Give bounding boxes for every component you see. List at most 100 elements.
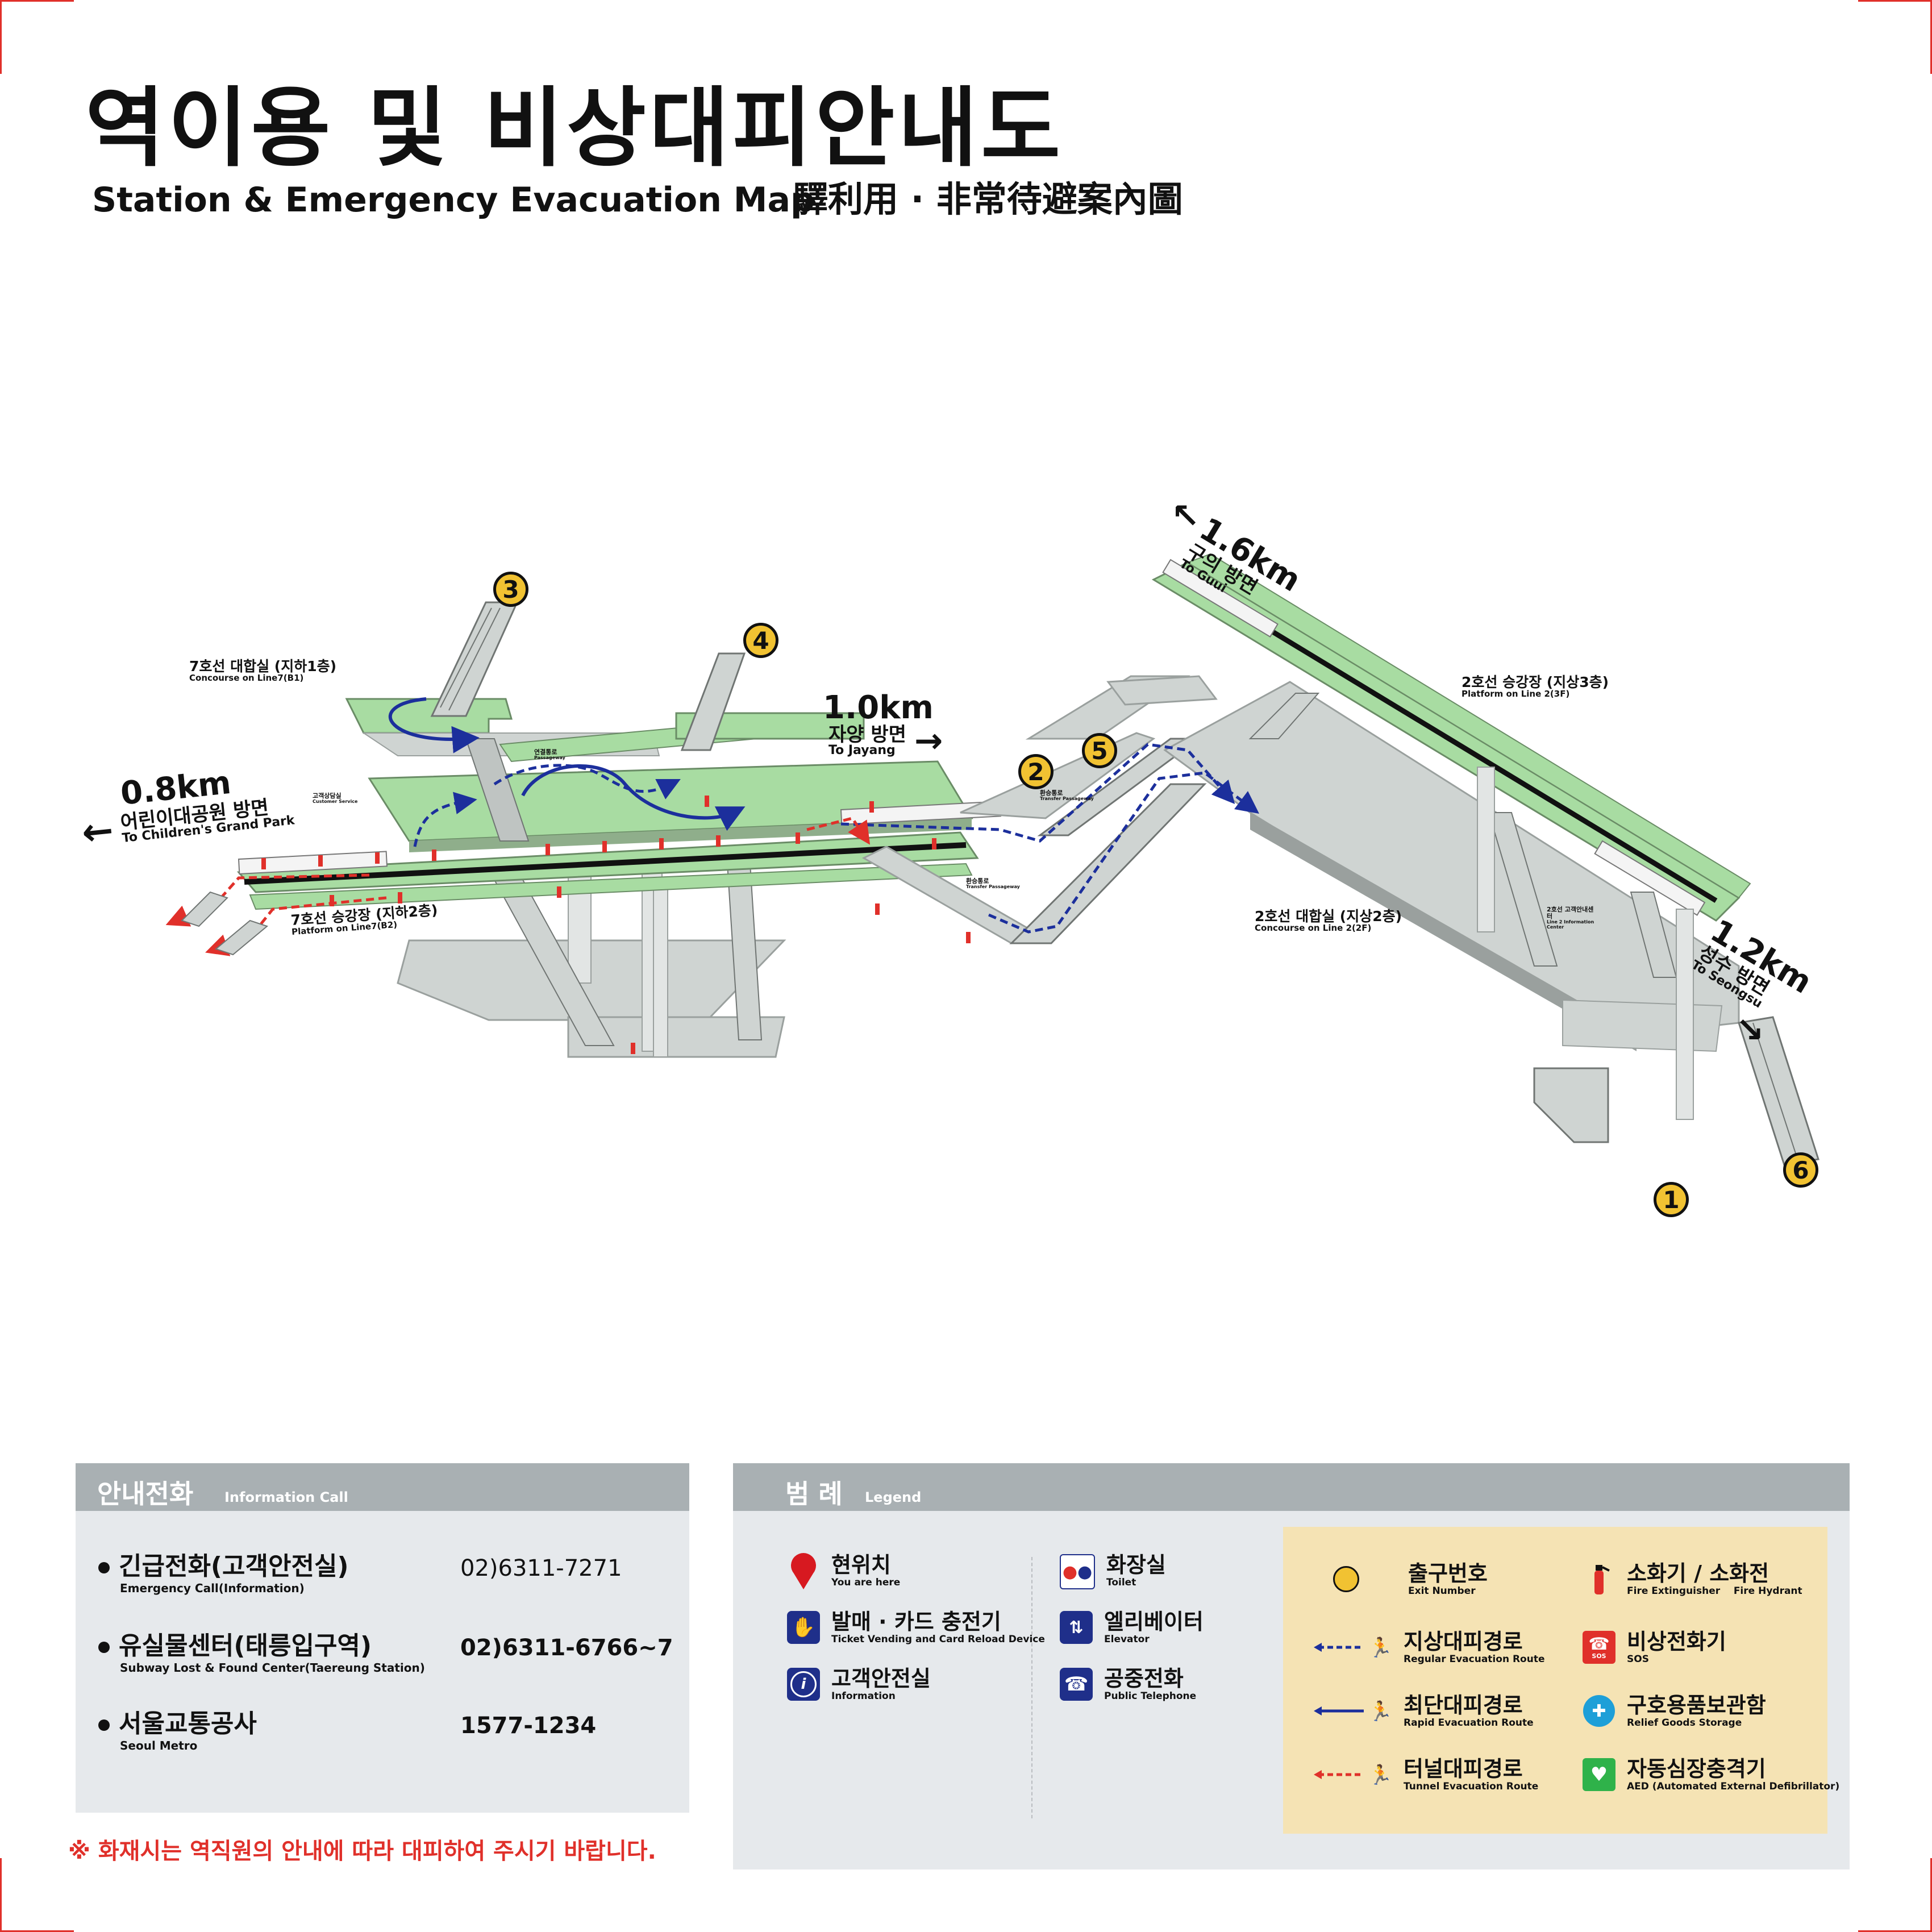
line7-concourse-label: 7호선 대합실 (지하1층)Concourse on Line7(B1) bbox=[189, 658, 337, 684]
train bbox=[238, 851, 388, 875]
exit-number-icon bbox=[1330, 1563, 1363, 1596]
exit-number-badge: 3 bbox=[493, 572, 528, 607]
legend-header: 범 례 Legend bbox=[733, 1463, 1850, 1511]
support-column bbox=[1477, 767, 1495, 932]
exit4-stair bbox=[680, 652, 746, 751]
crop-mark bbox=[0, 0, 74, 2]
top-landing bbox=[675, 712, 865, 740]
info-call-title-en: Information Call bbox=[224, 1489, 348, 1505]
line2-stair bbox=[1248, 693, 1320, 739]
rapid-route bbox=[521, 764, 746, 831]
svg-text:🏃: 🏃 bbox=[1368, 1700, 1392, 1722]
regular-route bbox=[840, 743, 1235, 843]
crop-mark bbox=[1930, 0, 1932, 74]
regular-route bbox=[413, 792, 477, 847]
info-call-title: 안내전화 bbox=[97, 1479, 194, 1509]
info-call-entry: 유실물센터(태릉입구역) Subway Lost & Found Center(… bbox=[98, 1634, 425, 1675]
station-map: 7호선 대합실 (지하1층)Concourse on Line7(B1) 7호선… bbox=[80, 497, 1819, 1217]
info-icon: i bbox=[787, 1668, 820, 1701]
exit-number-badge: 6 bbox=[1783, 1152, 1818, 1188]
line2-platform-label: 2호선 승강장 (지상3층)Platform on Line 2(3F) bbox=[1462, 674, 1609, 699]
aed-icon: ♥ bbox=[1583, 1758, 1615, 1791]
station-map-drawing bbox=[165, 553, 1819, 1166]
stair-down bbox=[726, 863, 763, 1040]
legend-title-en: Legend bbox=[865, 1489, 922, 1505]
page-title: 역이용 및 비상대피안내도 bbox=[85, 78, 1064, 178]
tunnel-route bbox=[165, 873, 370, 927]
svg-text:🏃: 🏃 bbox=[1368, 1637, 1392, 1659]
support-column bbox=[653, 886, 668, 1057]
sos-phone-icon: ☎SOS bbox=[1583, 1631, 1615, 1664]
crop-mark bbox=[0, 1930, 74, 1932]
line7-concourse-floor bbox=[345, 698, 513, 734]
extinguisher-markers bbox=[261, 796, 971, 1054]
page-subtitle-english: Station & Emergency Evacuation Map bbox=[92, 180, 815, 220]
ticket-machine-icon: ✋ bbox=[787, 1611, 820, 1644]
location-pin-icon bbox=[787, 1553, 820, 1589]
phone-number[interactable]: 02)6311-7271 bbox=[460, 1555, 622, 1581]
info-call-entry: 서울교통공사 Seoul Metro bbox=[98, 1712, 257, 1752]
regular-route-icon: 🏃 bbox=[1313, 1631, 1392, 1664]
train bbox=[1594, 840, 1706, 916]
phone-number[interactable]: 02)6311-6766~7 bbox=[460, 1635, 673, 1661]
rapid-route-icon: 🏃 bbox=[1313, 1694, 1392, 1727]
info-call-entry: 긴급전화(고객안전실) Emergency Call(Information) bbox=[98, 1554, 349, 1595]
legend-divider bbox=[1031, 1557, 1032, 1818]
platform-stair bbox=[181, 891, 228, 927]
fire-notice: ※ 화재시는 역직원의 안내에 따라 대피하여 주시기 바랍니다. bbox=[68, 1838, 656, 1864]
regular-route bbox=[493, 764, 681, 800]
line2-platform-floor bbox=[1186, 553, 1751, 899]
line7-platform-floor bbox=[249, 863, 973, 910]
line2-concourse-label: 2호선 대합실 (지상2층)Concourse on Line 2(2F) bbox=[1255, 908, 1402, 934]
support-column bbox=[1676, 909, 1694, 1120]
svg-text:🏃: 🏃 bbox=[1368, 1764, 1392, 1786]
line2-concourse-floor bbox=[1250, 813, 1637, 1051]
info-call-header: 안내전화 Information Call bbox=[76, 1463, 689, 1511]
crop-mark bbox=[0, 0, 2, 74]
platform-stair bbox=[214, 919, 269, 956]
tunnel-route-icon: 🏃 bbox=[1313, 1758, 1392, 1791]
transfer-passageway-lower bbox=[861, 846, 1036, 944]
exit6-escalator bbox=[1738, 1016, 1819, 1166]
exit-number-badge: 4 bbox=[743, 623, 778, 658]
phone-icon: ☎ bbox=[1060, 1668, 1093, 1701]
info-call-panel: 안내전화 Information Call 긴급전화(고객안전실) Emerge… bbox=[76, 1463, 689, 1813]
relief-goods-icon: ✚ bbox=[1583, 1694, 1615, 1727]
rapid-route bbox=[389, 697, 480, 753]
lower-floor bbox=[567, 1016, 785, 1058]
exit1-stair bbox=[1533, 1067, 1609, 1143]
connecting-stair bbox=[465, 738, 530, 842]
tunnel-route bbox=[806, 817, 871, 845]
train bbox=[1162, 559, 1279, 638]
phone-number[interactable]: 1577-1234 bbox=[460, 1713, 597, 1739]
crop-mark bbox=[0, 1858, 2, 1932]
crop-mark bbox=[1858, 0, 1932, 2]
elevator-icon: ⇅ bbox=[1060, 1611, 1093, 1644]
exit-number-badge: 1 bbox=[1654, 1182, 1689, 1217]
exit-number-badge: 5 bbox=[1082, 733, 1117, 768]
regular-route bbox=[988, 771, 1259, 934]
exit-number-badge: 2 bbox=[1018, 754, 1054, 789]
crop-mark bbox=[1858, 1930, 1932, 1932]
line2-stair bbox=[1488, 812, 1558, 967]
extinguisher-icon bbox=[1583, 1563, 1615, 1596]
toilet-icon: ●● bbox=[1060, 1554, 1095, 1589]
page-subtitle-hanja: 驛利用 · 非常待避案內圖 bbox=[793, 178, 1183, 220]
exit5-floor bbox=[1106, 675, 1218, 706]
